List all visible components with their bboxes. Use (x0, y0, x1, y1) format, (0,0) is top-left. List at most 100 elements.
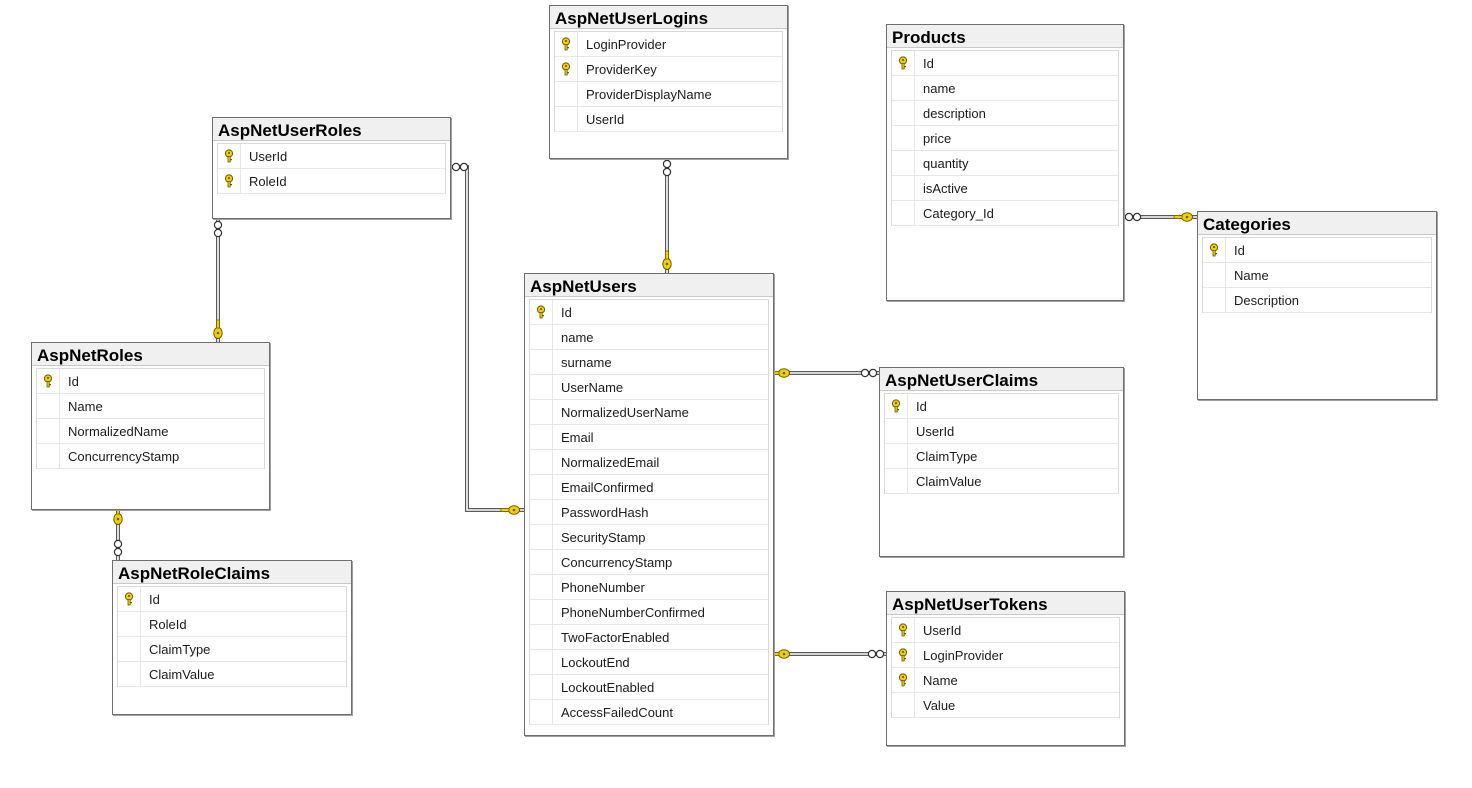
infinity-loop (113, 539, 123, 549)
column-row[interactable]: EmailConfirmed (530, 475, 768, 500)
column-row[interactable]: UserId (892, 618, 1119, 643)
column-row[interactable]: Id (892, 51, 1118, 76)
table-title[interactable]: AspNetUserLogins (550, 6, 787, 29)
infinity-loop (867, 649, 877, 659)
column-row[interactable]: Name (1203, 263, 1431, 288)
relationship-usertokens-users[interactable] (770, 649, 886, 659)
column-row[interactable]: RoleId (218, 169, 445, 194)
column-row[interactable]: Id (37, 369, 264, 394)
column-row[interactable]: ProviderKey (555, 57, 782, 82)
column-row[interactable]: ClaimValue (118, 662, 346, 687)
infinity-icon (1124, 212, 1142, 222)
key-hole (116, 517, 120, 521)
column-row[interactable]: surname (530, 350, 768, 375)
primary-key-icon (560, 37, 572, 51)
table-title[interactable]: AspNetUserRoles (213, 118, 450, 141)
column-row[interactable]: NormalizedEmail (530, 450, 768, 475)
table-title[interactable]: AspNetUsers (525, 274, 773, 297)
key-shaft (500, 508, 510, 512)
column-name: Id (916, 398, 927, 414)
column-row[interactable]: PhoneNumber (530, 575, 768, 600)
column-row[interactable]: ProviderDisplayName (555, 82, 782, 107)
column-row[interactable]: Name (37, 394, 264, 419)
column-name: Id (149, 591, 160, 607)
primary-key-icon (897, 623, 909, 637)
column-row[interactable]: UserId (218, 144, 445, 169)
column-row[interactable]: Category_Id (892, 201, 1118, 226)
column-name: name (561, 329, 594, 345)
infinity-loop (213, 228, 223, 238)
table-title[interactable]: AspNetUserClaims (880, 368, 1123, 391)
column-row[interactable]: Id (530, 300, 768, 325)
table-title[interactable]: Products (887, 25, 1123, 48)
column-row[interactable]: Id (118, 587, 346, 612)
table-title[interactable]: AspNetRoles (32, 343, 269, 366)
infinity-loop (1132, 212, 1142, 222)
primary-key-icon (897, 648, 909, 662)
column-row[interactable]: PhoneNumberConfirmed (530, 600, 768, 625)
column-row[interactable]: price (892, 126, 1118, 151)
infinity-loop (451, 162, 461, 172)
relationship-roleclaims-roles[interactable] (113, 505, 123, 560)
column-row[interactable]: LockoutEnabled (530, 675, 768, 700)
column-row[interactable]: NormalizedUserName (530, 400, 768, 425)
column-row[interactable]: ClaimType (885, 444, 1118, 469)
column-row[interactable]: quantity (892, 151, 1118, 176)
infinity-loop (860, 368, 870, 378)
column-row[interactable]: ClaimValue (885, 469, 1118, 494)
column-name: RoleId (249, 173, 287, 189)
column-row[interactable]: UserId (555, 107, 782, 132)
infinity-loop (868, 368, 878, 378)
column-row[interactable]: Name (892, 668, 1119, 693)
relationship-userroles-users[interactable] (451, 162, 524, 515)
row-selector (885, 444, 908, 468)
column-row[interactable]: NormalizedName (37, 419, 264, 444)
relationship-userclaims-users[interactable] (770, 368, 879, 378)
relationship-userlogins-users[interactable] (662, 159, 672, 273)
column-row[interactable]: description (892, 101, 1118, 126)
table-title[interactable]: AspNetUserTokens (887, 592, 1124, 615)
column-row[interactable]: TwoFactorEnabled (530, 625, 768, 650)
table-title[interactable]: AspNetRoleClaims (113, 561, 351, 584)
column-row[interactable]: RoleId (118, 612, 346, 637)
column-row[interactable]: name (530, 325, 768, 350)
column-name: ClaimValue (916, 473, 982, 489)
column-row[interactable]: ClaimType (118, 637, 346, 662)
infinity-loop (213, 220, 223, 230)
column-row[interactable]: UserId (885, 419, 1118, 444)
column-row[interactable]: name (892, 76, 1118, 101)
column-row[interactable]: ConcurrencyStamp (37, 444, 264, 469)
column-row[interactable]: UserName (530, 375, 768, 400)
column-row[interactable]: Id (1203, 238, 1431, 263)
table-title[interactable]: Categories (1198, 212, 1436, 235)
column-row[interactable]: SecurityStamp (530, 525, 768, 550)
column-row[interactable]: Value (892, 693, 1119, 718)
row-selector (1203, 288, 1226, 312)
row-selector (555, 107, 578, 131)
column-name: Id (923, 55, 934, 71)
column-name: NormalizedUserName (561, 404, 689, 420)
column-row[interactable]: Email (530, 425, 768, 450)
relationship-products-categories[interactable] (1124, 212, 1197, 222)
infinity-loop (113, 547, 123, 557)
column-row[interactable]: LoginProvider (892, 643, 1119, 668)
relationship-userroles-roles[interactable] (213, 219, 223, 342)
column-row[interactable]: Id (885, 394, 1118, 419)
column-row[interactable]: isActive (892, 176, 1118, 201)
column-row[interactable]: Description (1203, 288, 1431, 313)
column-row[interactable]: LockoutEnd (530, 650, 768, 675)
column-row[interactable]: PasswordHash (530, 500, 768, 525)
column-row[interactable]: AccessFailedCount (530, 700, 768, 725)
column-row[interactable]: LoginProvider (555, 32, 782, 57)
column-row[interactable]: ConcurrencyStamp (530, 550, 768, 575)
